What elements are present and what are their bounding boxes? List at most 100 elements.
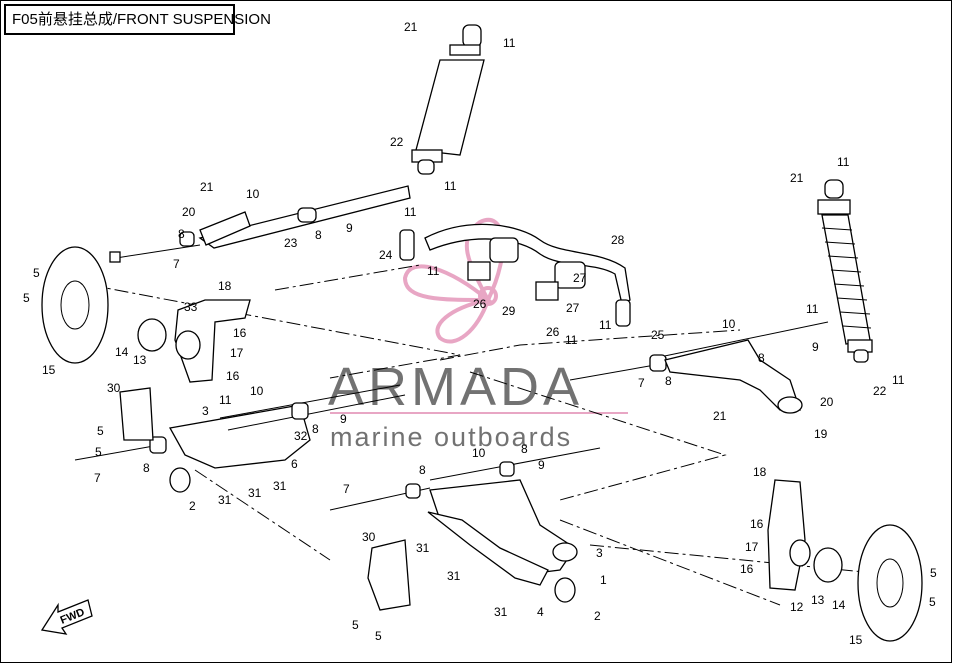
callout-number: 11: [404, 205, 417, 219]
callout-number: 11: [599, 318, 612, 332]
callout-number: 6: [291, 457, 298, 471]
callout-number: 16: [233, 326, 247, 340]
lower-a-arm-left: [74, 384, 406, 493]
callout-number: 20: [182, 205, 196, 219]
upper-a-arm-right: [569, 321, 829, 414]
front-shock-absorber-right: [817, 179, 873, 363]
callout-number: 3: [202, 404, 209, 418]
callout-number: 11: [565, 333, 578, 347]
callout-number: 5: [23, 291, 30, 305]
callout-number: 31: [494, 605, 508, 619]
front-shock-absorber-left: [411, 24, 485, 175]
callout-number: 20: [820, 395, 834, 409]
callout-number: 11: [444, 179, 457, 193]
callout-number: 24: [379, 248, 393, 262]
watermark-tagline: marine outboards: [330, 422, 572, 452]
callout-number: 11: [427, 264, 440, 278]
stabilizer-bar: [399, 223, 631, 327]
callout-number: 25: [651, 328, 665, 342]
callout-number: 22: [390, 135, 404, 149]
callout-number: 19: [814, 427, 828, 441]
callout-number: 11: [219, 393, 232, 407]
callout-number: 30: [362, 530, 376, 544]
callout-number: 16: [750, 517, 764, 531]
callout-number: 11: [837, 155, 850, 169]
callout-number: 26: [473, 297, 487, 311]
callout-number: 5: [352, 618, 359, 632]
callout-number: 14: [115, 345, 129, 359]
callout-number: 10: [472, 446, 486, 460]
callout-number: 9: [538, 458, 545, 472]
callout-number: 28: [611, 233, 625, 247]
callout-number: 4: [537, 605, 544, 619]
callout-number: 10: [246, 187, 260, 201]
callout-number: 31: [218, 493, 232, 507]
callout-number: 9: [812, 340, 819, 354]
callout-number: 15: [849, 633, 863, 647]
callout-number: 22: [873, 384, 887, 398]
callout-number: 5: [929, 595, 936, 609]
callout-number: 3: [596, 546, 603, 560]
callout-number: 11: [503, 36, 516, 50]
callout-number: 16: [740, 562, 754, 576]
callout-number: 13: [133, 353, 147, 367]
callout-number: 18: [753, 465, 767, 479]
callout-number: 5: [930, 566, 937, 580]
callout-number: 7: [94, 471, 101, 485]
brake-disc-right: [857, 524, 923, 642]
callout-number: 8: [758, 351, 765, 365]
callout-number: 9: [340, 412, 347, 426]
callout-number: 13: [811, 593, 825, 607]
callout-number: 10: [722, 317, 736, 331]
callout-number: 16: [226, 369, 240, 383]
callout-number: 31: [447, 569, 461, 583]
callout-number: 27: [566, 301, 580, 315]
callout-number: 15: [42, 363, 56, 377]
callout-number: 5: [95, 445, 102, 459]
callout-number: 31: [416, 541, 430, 555]
steering-knuckle-right: [767, 479, 843, 591]
callout-number: 7: [173, 257, 180, 271]
callout-number: 5: [375, 629, 382, 643]
callout-number: 14: [832, 598, 846, 612]
callout-number: 8: [665, 374, 672, 388]
diagram-title: F05前悬挂总成/FRONT SUSPENSION: [4, 4, 271, 35]
brake-disc-left: [41, 246, 109, 364]
callout-number: 17: [230, 346, 244, 360]
callout-number: 21: [713, 409, 727, 423]
callout-number: 18: [218, 279, 232, 293]
callout-number: 27: [573, 271, 587, 285]
callout-number: 12: [790, 600, 804, 614]
callout-number: 32: [294, 429, 308, 443]
callout-number: 31: [273, 479, 287, 493]
callout-number: 8: [315, 228, 322, 242]
callout-number: 11: [806, 302, 819, 316]
callout-number: 33: [184, 300, 198, 314]
upper-a-arm-left: [109, 185, 411, 263]
callout-number: 31: [248, 486, 262, 500]
callout-number: 1: [600, 573, 607, 587]
callout-number: 21: [790, 171, 804, 185]
callout-number: 8: [312, 422, 319, 436]
steering-knuckle-left: [137, 299, 251, 383]
callout-number: 8: [178, 227, 185, 241]
callout-number: 8: [521, 442, 528, 456]
lower-a-arm-right: [329, 447, 601, 611]
callout-number: 21: [404, 20, 418, 34]
callout-number: 26: [546, 325, 560, 339]
forward-direction-arrow-icon: FWD: [40, 599, 93, 635]
callout-number: 5: [97, 424, 104, 438]
callout-number: 5: [33, 266, 40, 280]
callout-number: 29: [502, 304, 516, 318]
callout-number: 10: [250, 384, 264, 398]
callout-number: 17: [745, 540, 759, 554]
callout-number: 7: [638, 376, 645, 390]
callout-number: 30: [107, 381, 121, 395]
callout-number: 8: [143, 461, 150, 475]
callout-number: 2: [189, 499, 196, 513]
callout-number: 9: [346, 221, 353, 235]
callout-number: 7: [343, 482, 350, 496]
